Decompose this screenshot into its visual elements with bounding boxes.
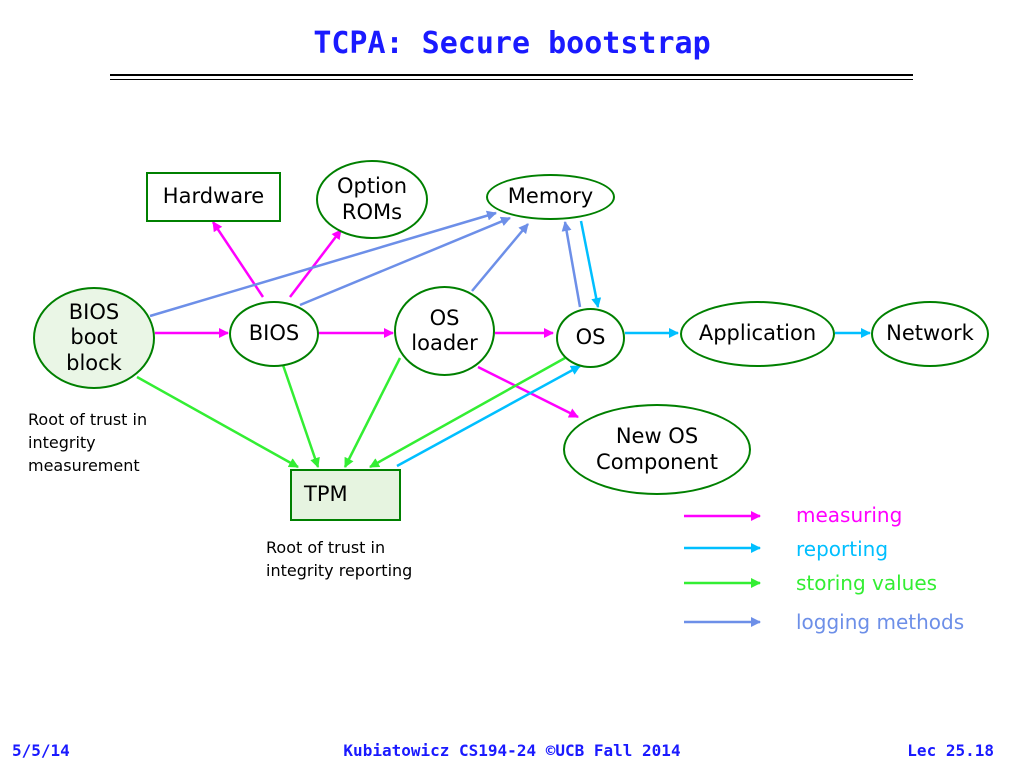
legend-measuring-label: measuring: [796, 503, 903, 527]
node-hardware: Hardware: [146, 172, 281, 222]
node-tpm-label: TPM: [304, 482, 348, 507]
node-memory-label: Memory: [507, 184, 594, 209]
arrow-bios-to-memory: [299, 216, 511, 307]
footer-course: Kubiatowicz CS194-24 ©UCB Fall 2014: [343, 741, 681, 760]
node-os: OS: [556, 308, 625, 368]
footer-date: 5/5/14: [12, 741, 70, 760]
node-network: Network: [871, 301, 989, 367]
title-rule-top: [110, 74, 913, 76]
arrow-tpm-to-os: [396, 364, 581, 468]
note-root-measurement: Root of trust in integrity measurement: [28, 410, 148, 476]
title-rule-bottom: [110, 79, 913, 80]
slide-title: TCPA: Secure bootstrap: [313, 26, 711, 61]
node-new-os-component-label: New OS Component: [596, 424, 718, 474]
note-root-reporting: Root of trust in integrity reporting: [266, 538, 413, 581]
node-tpm: TPM: [290, 469, 401, 521]
node-network-label: Network: [886, 321, 974, 346]
arrow-osloader-to-memory: [471, 223, 529, 292]
node-os-loader: OS loader: [394, 286, 495, 376]
node-bios-boot-block: BIOS boot block: [33, 287, 155, 389]
node-bios: BIOS: [229, 301, 319, 367]
arrow-bios-to-tpm: [281, 364, 320, 468]
arrow-bios-to-optionroms: [289, 229, 342, 298]
node-application-label: Application: [698, 321, 817, 346]
node-bios-boot-block-label: BIOS boot block: [66, 300, 122, 375]
arrow-osloader-to-newos: [477, 365, 579, 419]
arrow-os-to-memory: [561, 221, 582, 308]
arrow-osloader-to-tpm: [343, 357, 402, 468]
node-new-os-component: New OS Component: [563, 404, 751, 495]
arrow-os-to-tpm: [369, 356, 566, 469]
node-memory: Memory: [486, 174, 615, 220]
node-os-label: OS: [575, 325, 606, 350]
node-option-roms-label: Option ROMs: [336, 174, 408, 224]
node-option-roms: Option ROMs: [316, 160, 428, 239]
legend-reporting-label: reporting: [796, 537, 889, 561]
node-os-loader-label: OS loader: [411, 305, 478, 355]
node-hardware-label: Hardware: [162, 184, 265, 209]
arrow-bootblock-to-memory: [149, 210, 497, 318]
legend-storing-label: storing values: [796, 571, 938, 595]
legend-logging-label: logging methods: [796, 610, 965, 634]
node-application: Application: [680, 301, 835, 367]
arrow-bootblock-to-tpm: [136, 375, 299, 469]
footer-lecture: Lec 25.18: [907, 741, 994, 760]
arrow-memory-to-os: [579, 220, 602, 308]
node-bios-label: BIOS: [248, 321, 300, 346]
